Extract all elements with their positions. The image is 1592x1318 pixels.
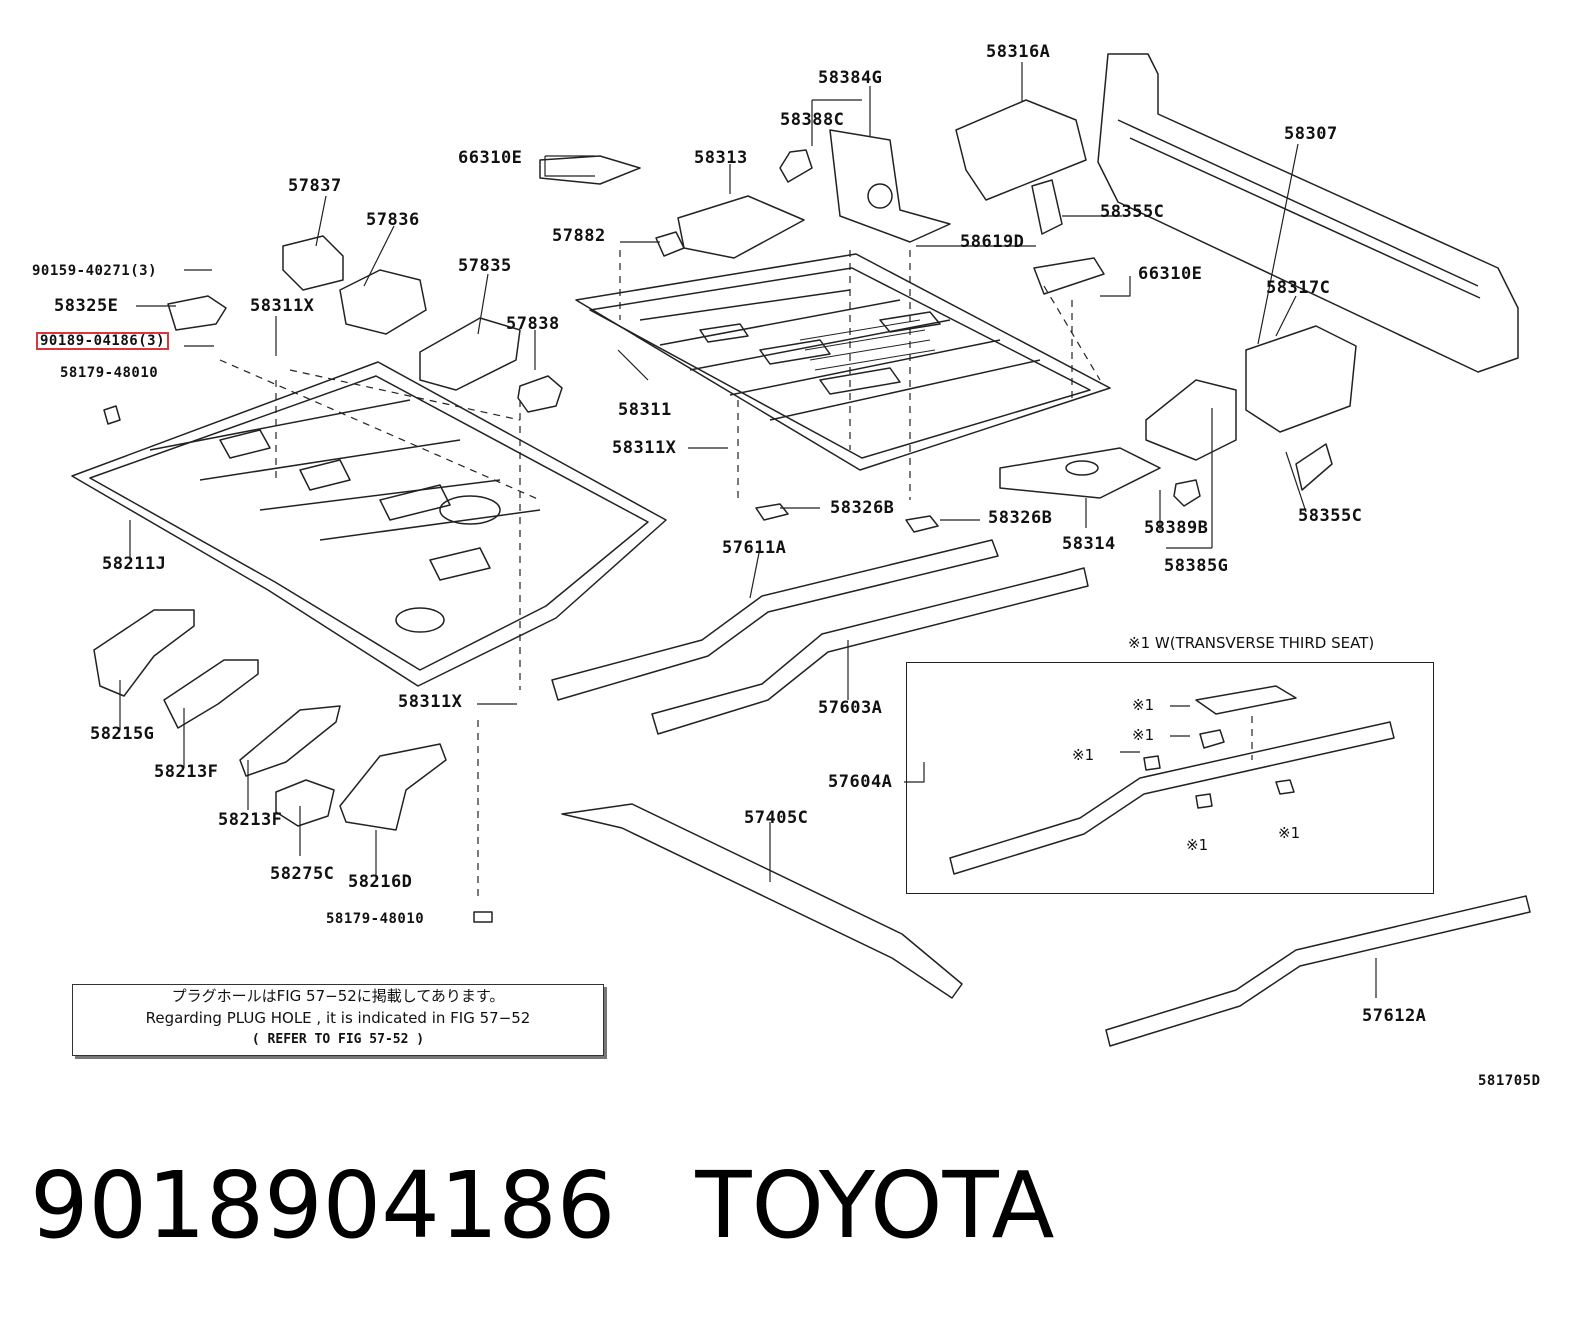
- label-58389B[interactable]: 58389B: [1144, 518, 1209, 538]
- label-90159-40271[interactable]: 90159-40271(3): [32, 263, 158, 279]
- third-seat-marker: ※1: [1278, 824, 1301, 842]
- footer-brand: TOYOTA: [695, 1152, 1055, 1259]
- front-cross-members: [93, 609, 447, 831]
- third-seat-marker: ※1: [1132, 696, 1155, 714]
- label-58619D[interactable]: 58619D: [960, 232, 1025, 252]
- floor-clips: [103, 405, 939, 923]
- label-58213F-upper[interactable]: 58213F: [154, 762, 219, 782]
- label-58216D[interactable]: 58216D: [348, 872, 413, 892]
- label-58355C-top[interactable]: 58355C: [1100, 202, 1165, 222]
- label-58213F-lower[interactable]: 58213F: [218, 810, 283, 830]
- label-58317C[interactable]: 58317C: [1266, 278, 1331, 298]
- label-58326B-left[interactable]: 58326B: [830, 498, 895, 518]
- label-57612A[interactable]: 57612A: [1362, 1006, 1427, 1026]
- plug-note-japanese: プラグホールはFIG 57−52に掲載してあります。: [171, 987, 505, 1005]
- label-58211J[interactable]: 58211J: [102, 554, 167, 574]
- label-58179-48010-top[interactable]: 58179-48010: [60, 365, 159, 381]
- plug-hole-note: プラグホールはFIG 57−52に掲載してあります。 Regarding PLU…: [72, 984, 604, 1056]
- third-seat-inset-box: [906, 662, 1434, 894]
- third-seat-marker: ※1: [1132, 726, 1155, 744]
- label-57882[interactable]: 57882: [552, 226, 606, 246]
- third-seat-marker: ※1: [1186, 836, 1209, 854]
- label-57611A[interactable]: 57611A: [722, 538, 787, 558]
- label-57838[interactable]: 57838: [506, 314, 560, 334]
- label-57604A[interactable]: 57604A: [828, 772, 893, 792]
- label-58311X-bottom[interactable]: 58311X: [398, 692, 463, 712]
- label-58307[interactable]: 58307: [1284, 124, 1338, 144]
- third-seat-marker: ※1: [1072, 746, 1095, 764]
- upper-brackets: [167, 99, 1105, 413]
- label-58275C[interactable]: 58275C: [270, 864, 335, 884]
- label-57835[interactable]: 57835: [458, 256, 512, 276]
- label-90189-04186-highlighted[interactable]: 90189-04186(3): [36, 332, 170, 350]
- label-58384G[interactable]: 58384G: [818, 68, 883, 88]
- label-58311X-mid[interactable]: 58311X: [612, 438, 677, 458]
- label-58311X-top[interactable]: 58311X: [250, 296, 315, 316]
- label-57836[interactable]: 57836: [366, 210, 420, 230]
- rocker-panel-58307: [1097, 53, 1519, 373]
- plug-note-english: Regarding PLUG HOLE , it is indicated in…: [145, 1009, 531, 1027]
- label-58316A[interactable]: 58316A: [986, 42, 1051, 62]
- side-members: [551, 539, 1531, 1047]
- label-57603A[interactable]: 57603A: [818, 698, 883, 718]
- label-58179-48010-bottom[interactable]: 58179-48010: [326, 911, 425, 927]
- leader-lines: [119, 62, 1377, 998]
- label-57837[interactable]: 57837: [288, 176, 342, 196]
- label-58388C[interactable]: 58388C: [780, 110, 845, 130]
- front-floor-pan-58211J: [71, 361, 667, 687]
- assembly-dashed-lines: [219, 250, 1253, 900]
- label-58385G[interactable]: 58385G: [1164, 556, 1229, 576]
- footer-part-number: 9018904186: [30, 1152, 616, 1259]
- label-58326B-right[interactable]: 58326B: [988, 508, 1053, 528]
- label-58325E[interactable]: 58325E: [54, 296, 119, 316]
- figure-id: 581705D: [1478, 1073, 1541, 1089]
- label-57405C[interactable]: 57405C: [744, 808, 809, 828]
- label-58313[interactable]: 58313: [694, 148, 748, 168]
- label-58311[interactable]: 58311: [618, 400, 672, 420]
- label-66310E-top[interactable]: 66310E: [458, 148, 523, 168]
- label-66310E-right[interactable]: 66310E: [1138, 264, 1203, 284]
- plug-note-reference-link[interactable]: ( REFER TO FIG 57-52 ): [251, 1032, 425, 1047]
- label-58215G[interactable]: 58215G: [90, 724, 155, 744]
- rear-floor-pan-58311: [575, 253, 1111, 471]
- label-58355C-bottom[interactable]: 58355C: [1298, 506, 1363, 526]
- third-seat-title: ※1 W(TRANSVERSE THIRD SEAT): [1128, 634, 1375, 652]
- label-58314[interactable]: 58314: [1062, 534, 1116, 554]
- rear-quarter-parts: [999, 325, 1357, 507]
